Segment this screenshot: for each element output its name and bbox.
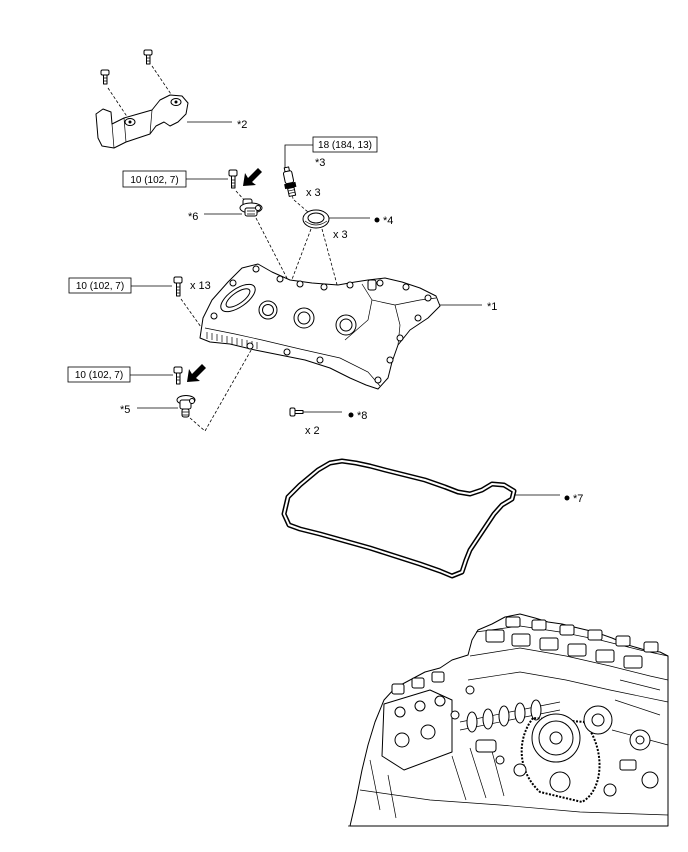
quantity-item-3: x 3 bbox=[306, 187, 321, 199]
cover-bolt bbox=[173, 276, 183, 297]
callout-item-1: *1 bbox=[487, 301, 497, 313]
callout-item-5: *5 bbox=[120, 404, 130, 416]
engine-timing-sprockets bbox=[520, 705, 613, 804]
engine-assembly-illustration bbox=[348, 613, 669, 827]
direction-arrow-icon bbox=[187, 364, 206, 382]
bracket-part bbox=[95, 94, 189, 149]
engine-cam-caps bbox=[485, 616, 659, 669]
top-bolt-left bbox=[100, 69, 110, 85]
cover-bosses bbox=[210, 265, 432, 384]
callout-item-8: *8 bbox=[357, 410, 367, 422]
marker-dot-icon bbox=[564, 495, 570, 501]
sensor-item-5-part bbox=[176, 395, 196, 418]
direction-arrow-icon bbox=[243, 168, 262, 186]
engine-camshaft bbox=[459, 699, 561, 733]
ring-item-4-part bbox=[302, 209, 330, 229]
sensor-item-6-part bbox=[239, 198, 263, 217]
engine-left-head bbox=[381, 671, 453, 771]
callout-item-3: *3 bbox=[315, 157, 325, 169]
spark-plug-part bbox=[282, 166, 297, 199]
torque-spec-item-3: 18 (184, 13) bbox=[318, 140, 372, 151]
quantity-cover-bolts: x 13 bbox=[190, 280, 211, 292]
torque-box-item-3 bbox=[312, 136, 378, 153]
item-5-bolt bbox=[173, 366, 183, 385]
engine-lower-details bbox=[359, 679, 669, 819]
torque-spec-cover-bolts: 10 (102, 7) bbox=[76, 281, 124, 292]
marker-dot-icon bbox=[348, 412, 354, 418]
marker-dot-icon bbox=[374, 217, 380, 223]
callout-item-7: *7 bbox=[573, 493, 583, 505]
torque-box-item-5-bolt bbox=[67, 366, 131, 383]
cover-item-1-part bbox=[199, 263, 441, 390]
callout-item-6: *6 bbox=[188, 211, 198, 223]
gasket-item-7-part bbox=[281, 458, 517, 579]
item-6-bolt bbox=[228, 169, 238, 189]
quantity-item-4: x 3 bbox=[333, 229, 348, 241]
quantity-item-8: x 2 bbox=[305, 425, 320, 437]
callout-item-4: *4 bbox=[383, 215, 393, 227]
top-bolt-right bbox=[143, 49, 153, 65]
bolt-item-8-part bbox=[289, 407, 304, 417]
callout-item-2: *2 bbox=[237, 119, 247, 131]
torque-spec-item-6-bolt: 10 (102, 7) bbox=[130, 175, 178, 186]
torque-box-cover-bolts bbox=[68, 277, 132, 294]
torque-spec-item-5-bolt: 10 (102, 7) bbox=[75, 370, 123, 381]
